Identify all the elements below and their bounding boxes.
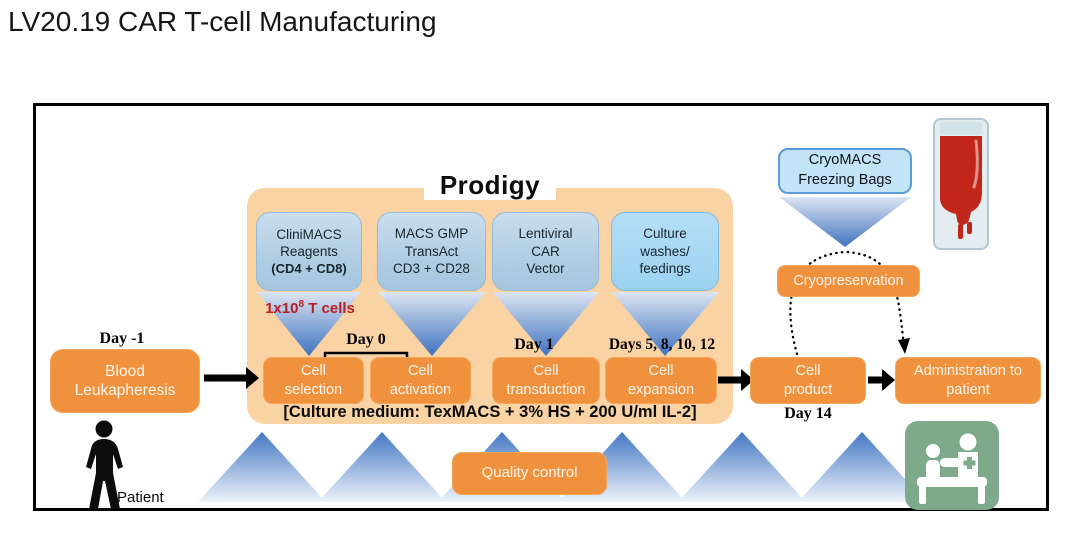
reagent-line: Reagents: [280, 244, 338, 260]
culture-medium-label: [Culture medium: TexMACS + 3% HS + 200 U…: [283, 403, 697, 421]
t-cell-dose-exponent: 8: [298, 299, 305, 310]
hospital-bed-icon: [905, 421, 999, 510]
reagent-line: CD3 + CD28: [393, 261, 470, 277]
process-line: Cell: [648, 363, 674, 380]
process-line: Cell: [795, 363, 821, 380]
process-line: Cell: [301, 363, 326, 380]
process-line: expansion: [627, 381, 695, 398]
cryomacs-freezing-bags-box: CryoMACS Freezing Bags: [778, 148, 912, 194]
quality-control-box: Quality control: [452, 452, 607, 495]
process-line: transduction: [506, 381, 586, 398]
process-line: Leukapheresis: [74, 382, 176, 399]
reagent-line: Culture: [643, 226, 687, 242]
t-cell-dose-base: 1x10: [265, 300, 299, 317]
reagent-line: feedings: [639, 261, 691, 277]
process-line: Blood: [105, 362, 145, 380]
t-cell-dose-label: 1x108 T cells: [250, 299, 370, 317]
reagent-box-clinimacs: CliniMACS Reagents (CD4 + CD8): [256, 212, 362, 291]
process-box-cell-selection: Cell selection: [263, 357, 364, 404]
reagent-line: CAR: [531, 243, 560, 259]
process-box-blood-leukapheresis: Blood Leukapheresis: [50, 349, 200, 413]
reagent-line: (CD4 + CD8): [271, 260, 347, 276]
process-line: product: [783, 381, 833, 398]
process-box-cell-transduction: Cell transduction: [492, 357, 600, 404]
day-label-0: Day 0: [346, 331, 386, 348]
process-line: selection: [284, 381, 343, 398]
reagent-box-culture-washes: Culture washes/ feedings: [611, 212, 719, 291]
reagent-line: TransAct: [404, 243, 459, 259]
day-label-minus1: Day -1: [99, 330, 145, 347]
cryomacs-line: Freezing Bags: [798, 172, 892, 188]
process-line: Administration to: [914, 363, 1022, 380]
process-box-cell-product: Cell product: [750, 357, 866, 404]
reagent-line: MACS GMP: [394, 226, 469, 242]
day-label-expansion: Days 5, 8, 10, 12: [608, 336, 716, 353]
process-line: Cell: [408, 363, 433, 380]
t-cell-dose-units: T cells: [304, 300, 355, 317]
patient-silhouette-icon: [86, 420, 123, 509]
patient-label: Patient: [117, 489, 164, 506]
prodigy-title: Prodigy: [424, 170, 556, 200]
process-box-administration: Administration to patient: [895, 357, 1041, 404]
reagent-box-transact: MACS GMP TransAct CD3 + CD28: [377, 212, 486, 291]
day-label-14: Day 14: [784, 405, 832, 422]
reagent-line: CliniMACS: [276, 226, 342, 242]
process-box-cell-activation: Cell activation: [370, 357, 471, 404]
process-line: activation: [389, 381, 452, 398]
cryomacs-line: CryoMACS: [808, 152, 882, 169]
day-label-1: Day 1: [514, 336, 554, 353]
reagent-line: Lentiviral: [518, 226, 573, 242]
reagent-box-lentiviral: Lentiviral CAR Vector: [492, 212, 599, 291]
cryopreservation-box: Cryopreservation: [777, 265, 920, 297]
reagent-line: washes/: [640, 243, 690, 259]
process-line: Cell: [533, 363, 559, 380]
page-title: LV20.19 CAR T-cell Manufacturing: [8, 6, 437, 37]
blood-bag-icon: [933, 118, 989, 250]
process-line: patient: [946, 381, 990, 398]
process-box-cell-expansion: Cell expansion: [605, 357, 717, 404]
reagent-line: Vector: [526, 261, 565, 277]
